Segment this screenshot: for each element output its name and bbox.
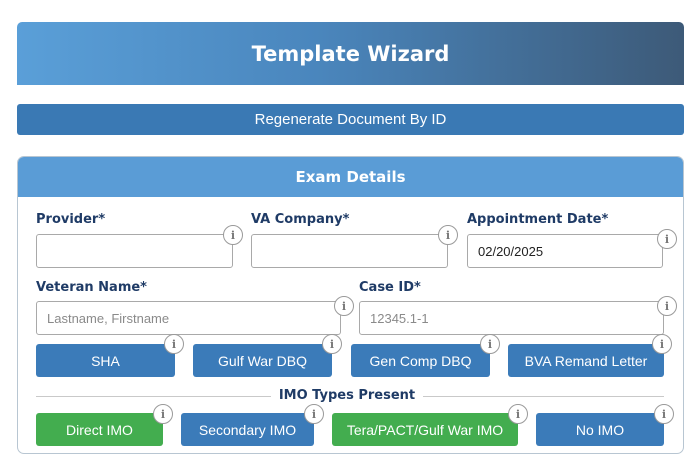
tera-pact-gulf-war-imo-button[interactable]: Tera/PACT/Gulf War IMO <box>332 413 518 446</box>
gen-comp-dbq-info-icon[interactable]: i <box>480 334 500 354</box>
no-imo-info-icon[interactable]: i <box>654 404 674 424</box>
exam-details-header: Exam Details <box>18 157 683 197</box>
appointment-date-label: Appointment Date* <box>467 212 609 227</box>
direct-imo-info-icon[interactable]: i <box>153 404 173 424</box>
no-imo-button[interactable]: No IMO <box>536 413 664 446</box>
va-company-input[interactable] <box>251 234 448 268</box>
va-company-info-icon[interactable]: i <box>438 225 458 245</box>
bva-remand-letter-button[interactable]: BVA Remand Letter <box>508 344 664 377</box>
secondary-imo-info-icon[interactable]: i <box>304 404 324 424</box>
gulf-war-dbq-info-icon[interactable]: i <box>322 334 342 354</box>
imo-divider <box>36 396 664 397</box>
provider-info-icon[interactable]: i <box>223 225 243 245</box>
veteran-name-info-icon[interactable]: i <box>334 296 354 316</box>
provider-label: Provider* <box>36 212 106 227</box>
veteran-name-input[interactable] <box>36 301 341 335</box>
tera-pact-gulf-war-imo-info-icon[interactable]: i <box>508 404 528 424</box>
bva-remand-letter-info-icon[interactable]: i <box>652 334 672 354</box>
case-id-input[interactable] <box>359 301 664 335</box>
provider-input[interactable] <box>36 234 233 268</box>
appointment-date-info-icon[interactable]: i <box>657 229 677 249</box>
gulf-war-dbq-button[interactable]: Gulf War DBQ <box>193 344 332 377</box>
page-title: Template Wizard <box>251 41 450 66</box>
appointment-date-input[interactable] <box>467 234 663 268</box>
secondary-imo-button[interactable]: Secondary IMO <box>181 413 314 446</box>
case-id-label: Case ID* <box>359 280 421 295</box>
direct-imo-button[interactable]: Direct IMO <box>36 413 163 446</box>
regenerate-document-button[interactable]: Regenerate Document By ID <box>17 104 684 135</box>
va-company-label: VA Company* <box>251 212 350 227</box>
gen-comp-dbq-button[interactable]: Gen Comp DBQ <box>351 344 490 377</box>
case-id-info-icon[interactable]: i <box>657 296 677 316</box>
sha-info-icon[interactable]: i <box>164 334 184 354</box>
wizard-header: Template Wizard <box>17 22 684 85</box>
sha-button[interactable]: SHA <box>36 344 175 377</box>
veteran-name-label: Veteran Name* <box>36 280 147 295</box>
exam-details-title: Exam Details <box>295 168 406 186</box>
